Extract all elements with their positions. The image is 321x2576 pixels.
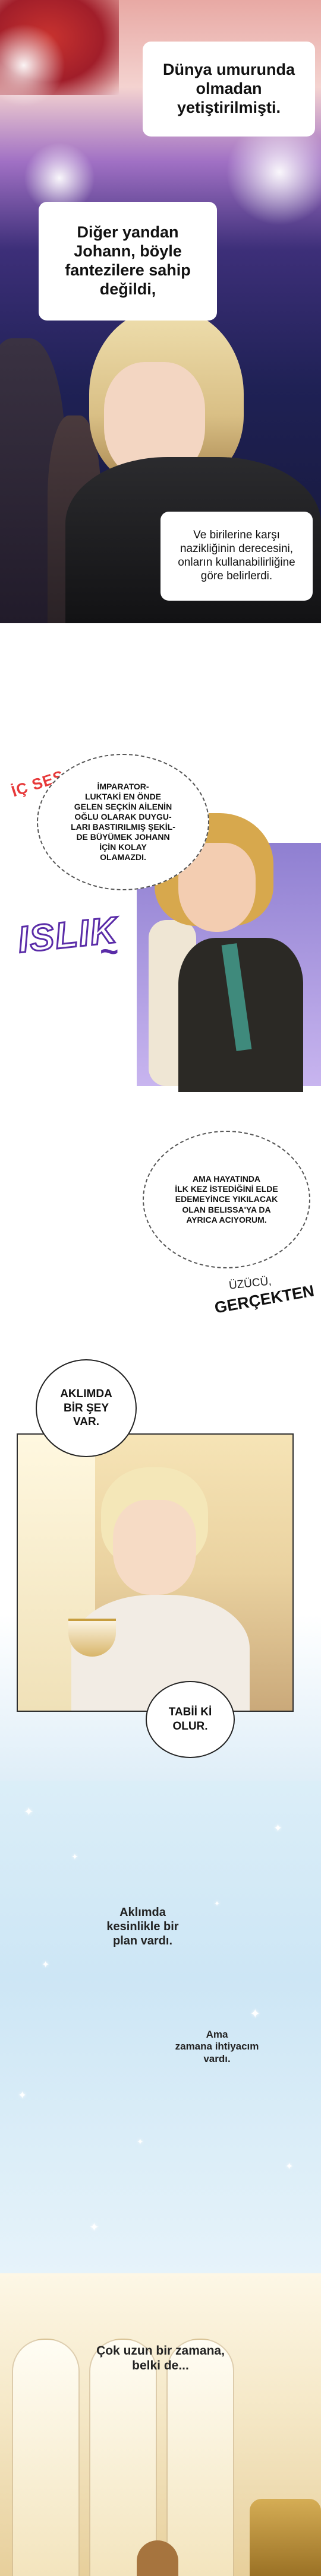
thought-line: AYRICA ACIYORUM. — [186, 1214, 267, 1224]
caption-box: Dünya umurunda olmadan yetiştirilmişti. — [143, 42, 315, 137]
narration-line: Aklımda — [119, 1906, 166, 1919]
speech-bubble: AKLIMDA BİR ŞEY VAR. — [36, 1359, 137, 1457]
narration-line: vardı. — [203, 2052, 231, 2064]
thought-line: DE BÜYÜMEK JOHANN — [76, 832, 170, 842]
speech-line: VAR. — [73, 1416, 99, 1429]
window-arch — [166, 2339, 234, 2576]
thought-line: OĞLU OLARAK DUYGU- — [74, 811, 172, 821]
caption-line: olmadan — [196, 80, 262, 98]
caption-box: Ve birilerine karşı nazikliğinin dereces… — [160, 512, 313, 601]
sparkle-icon: ✦ — [89, 2221, 99, 2234]
character-face — [113, 1500, 196, 1595]
panel-sparkles: ✦ ✦ ✦ ✦ ✦ ✦ ✦ ✦ ✦ ✦ — [0, 1781, 321, 2273]
panel-throne-room — [0, 2273, 321, 2576]
narration-line: Ama — [206, 2029, 228, 2040]
flower-bloom — [226, 119, 321, 226]
narration-text: Aklımda kesinlikle bir plan vardı. — [83, 1905, 202, 1948]
caption-line: Diğer yandan — [77, 223, 179, 242]
thought-bubble: AMA HAYATINDA İLK KEZ İSTEDİĞİNİ ELDE ED… — [143, 1131, 310, 1268]
thought-bubble: İMPARATOR- LUKTAKİ EN ÖNDE GELEN SEÇKİN … — [37, 754, 209, 890]
thought-line: İÇİN KOLAY — [99, 842, 147, 852]
thought-line: EDEMEYİNCE YIKILACAK — [175, 1194, 278, 1204]
caption-line: fantezilere sahip — [65, 261, 191, 279]
narration-text: Çok uzun bir zamana, belki de... — [77, 2343, 244, 2373]
caption-line: onların kullanabilirliğine — [178, 556, 295, 569]
speech-line: BİR ŞEY — [63, 1401, 109, 1414]
speech-bubble: TABİİ Kİ OLUR. — [146, 1681, 235, 1758]
thought-line: OLAN BELISSA'YA DA — [182, 1204, 271, 1214]
sparkle-icon: ✦ — [24, 1806, 34, 1819]
narration-line: zamana ihtiyacım — [175, 2041, 259, 2052]
thought-line: İMPARATOR- — [97, 781, 149, 791]
caption-line: yetiştirilmişti. — [177, 98, 281, 116]
caption-line: göre belirlerdi. — [200, 569, 273, 582]
caption-line: Ve birilerine karşı — [193, 529, 280, 542]
sparkle-icon: ✦ — [42, 1960, 50, 1970]
throne-illustration — [250, 2499, 321, 2576]
whistle-tail-sound-effect: ~ — [100, 934, 119, 969]
sparkle-icon: ✦ — [18, 2089, 27, 2101]
window-arch — [89, 2339, 157, 2576]
narration-line: kesinlikle bir — [106, 1920, 179, 1933]
caption-line: Dünya umurunda — [162, 61, 295, 79]
narration-line: plan vardı. — [112, 1934, 173, 1947]
sparkle-icon: ✦ — [285, 2162, 294, 2172]
thought-line: LUKTAKİ EN ÖNDE — [84, 791, 162, 801]
thought-line: LARI BASTIRILMIŞ ŞEKİL- — [71, 822, 175, 832]
teacup-illustration — [68, 1619, 116, 1657]
narration-line: Çok uzun bir zamana, — [96, 2344, 225, 2358]
thought-line: AMA HAYATINDA — [192, 1174, 261, 1184]
sparkle-icon: ✦ — [71, 1852, 78, 1861]
thought-line: OLAMAZDI. — [100, 852, 146, 862]
caption-box: Diğer yandan Johann, böyle fantezilere s… — [39, 202, 217, 321]
flower-bloom — [0, 24, 65, 107]
sparkle-icon: ✦ — [214, 1899, 221, 1908]
sparkle-icon: ✦ — [250, 2006, 261, 2021]
window-arch — [12, 2339, 80, 2576]
narration-text: Ama zamana ihtiyacım vardı. — [160, 2029, 273, 2065]
speech-line: AKLIMDA — [60, 1387, 112, 1400]
sparkle-icon: ✦ — [273, 1822, 283, 1834]
speech-line: TABİİ Kİ — [168, 1706, 212, 1719]
panel-ballroom: Dünya umurunda olmadan yetiştirilmişti. … — [0, 0, 321, 623]
panel-frame — [17, 1433, 294, 1712]
caption-line: Johann, böyle — [74, 242, 182, 261]
narration-line: belki de... — [132, 2359, 189, 2373]
thought-line: GELEN SEÇKİN AİLENİN — [74, 801, 172, 811]
character-head — [137, 2540, 178, 2576]
sparkle-icon: ✦ — [137, 2137, 144, 2146]
caption-line: nazikliğinin derecesini, — [180, 543, 294, 556]
caption-line: değildi, — [99, 280, 156, 298]
speech-line: OLUR. — [172, 1720, 208, 1733]
thought-line: İLK KEZ İSTEDİĞİNİ ELDE — [175, 1184, 278, 1194]
